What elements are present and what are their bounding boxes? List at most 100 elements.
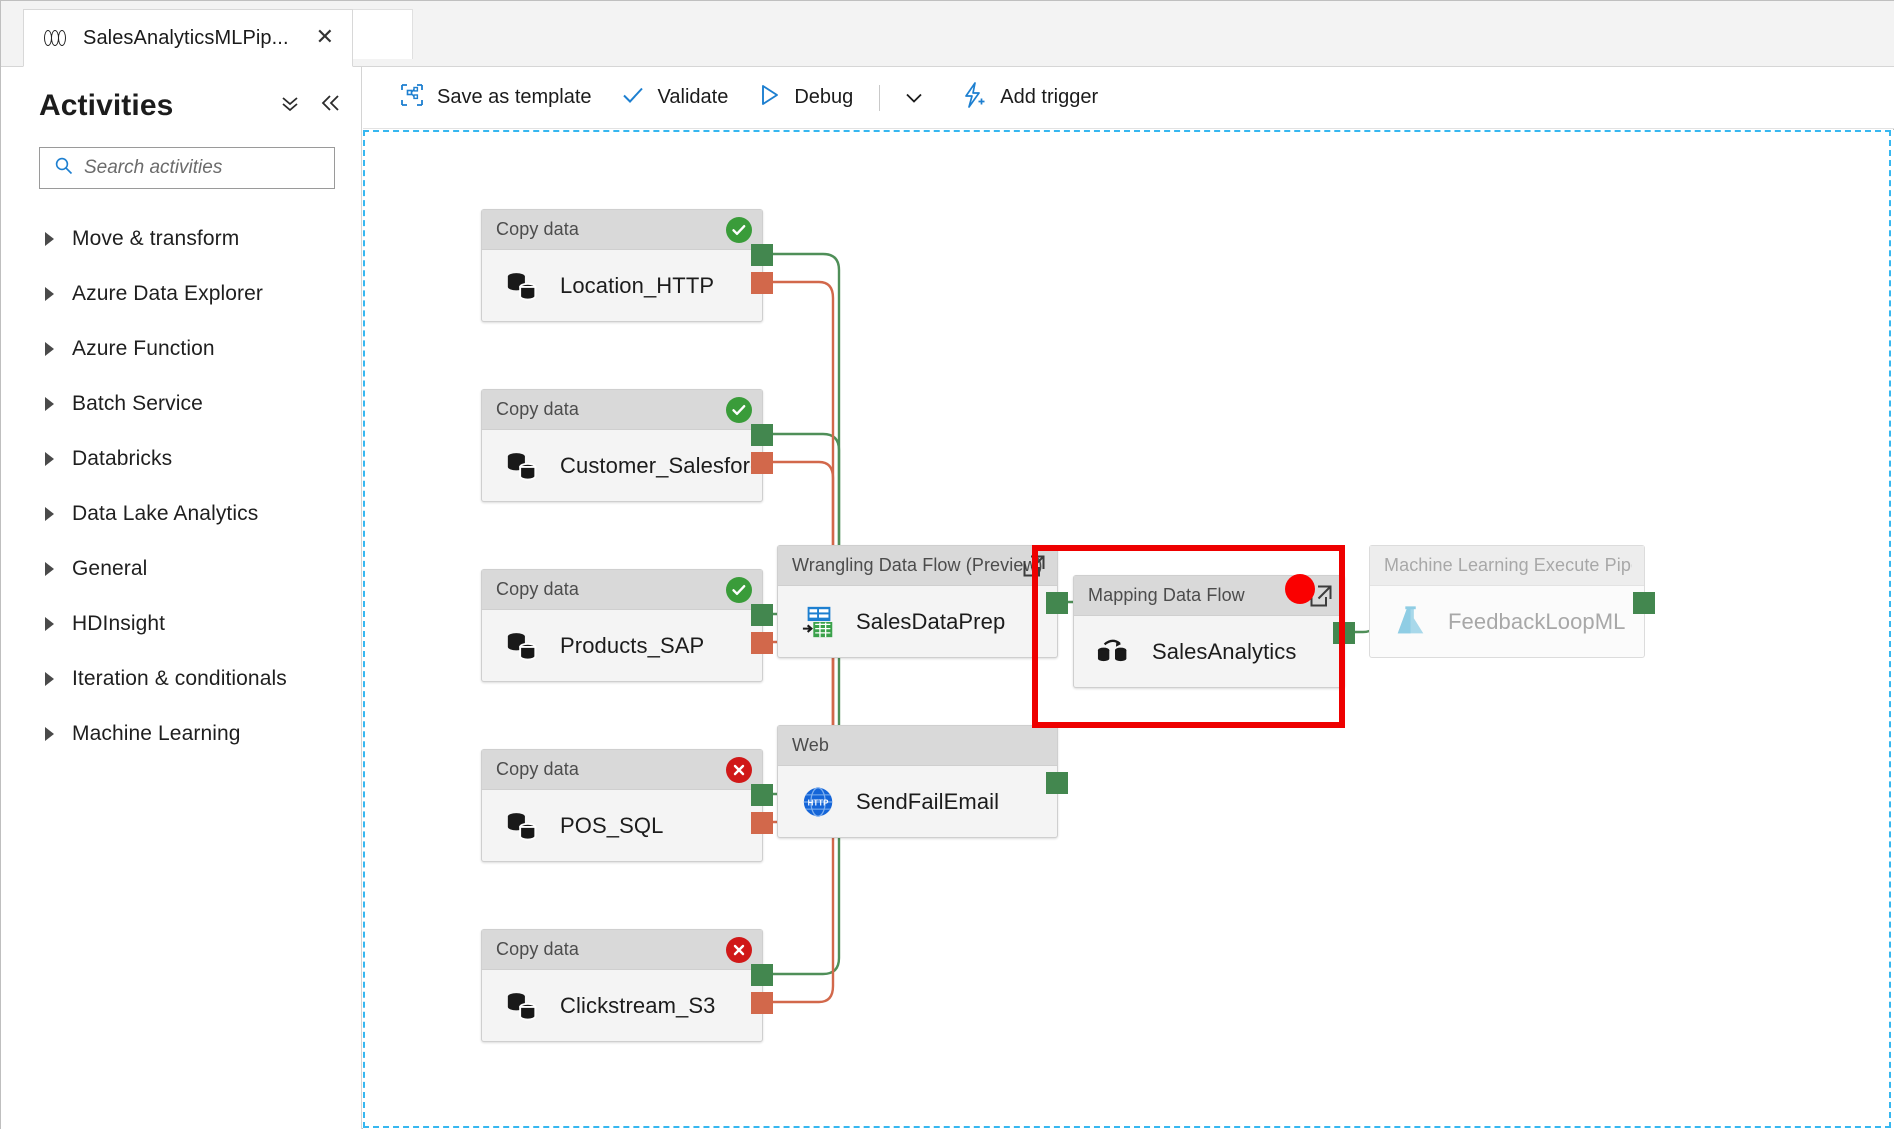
activity-category-label: Batch Service <box>72 391 203 415</box>
activity-category-hdinsight[interactable]: HDInsight <box>1 596 361 651</box>
copy-data-icon <box>507 993 537 1021</box>
output-port-success[interactable] <box>751 604 773 626</box>
activity-category-label: Move & transform <box>72 226 240 250</box>
activity-category-machine-learning[interactable]: Machine Learning <box>1 706 361 761</box>
status-success-icon <box>726 396 752 423</box>
activity-category-label: Iteration & conditionals <box>72 666 287 690</box>
node-body: SalesDataPrep <box>778 586 1057 658</box>
output-port-failure[interactable] <box>751 812 773 834</box>
node-type-label: Copy data <box>496 939 579 959</box>
node-body: Products_SAP <box>482 610 762 682</box>
output-port-failure[interactable] <box>751 992 773 1014</box>
activity-category-iteration-conditionals[interactable]: Iteration & conditionals <box>1 651 361 706</box>
node-type-label: Copy data <box>496 579 579 599</box>
activity-category-label: Machine Learning <box>72 721 241 745</box>
node-header: Machine Learning Execute Pipeline <box>1370 546 1644 586</box>
debug-button[interactable]: Debug <box>742 76 867 120</box>
activity-category-azure-function[interactable]: Azure Function <box>1 321 361 376</box>
node-header: Copy data <box>482 390 762 430</box>
node-header: Copy data <box>482 210 762 250</box>
activity-category-label: Azure Data Explorer <box>72 281 263 305</box>
output-port-failure[interactable] <box>751 272 773 294</box>
node-type-label: Mapping Data Flow <box>1088 585 1245 605</box>
pipeline-node-salesdataprep[interactable]: Wrangling Data Flow (Preview) SalesDataPr… <box>777 545 1068 658</box>
output-port-success[interactable] <box>751 964 773 986</box>
search-input[interactable] <box>84 157 334 179</box>
output-port-success[interactable] <box>1046 772 1068 794</box>
validate-button[interactable]: Validate <box>606 76 743 120</box>
activity-category-azure-data-explorer[interactable]: Azure Data Explorer <box>1 266 361 321</box>
activity-category-label: Azure Function <box>72 336 215 360</box>
activity-category-move-transform[interactable]: Move & transform <box>1 211 361 266</box>
node-type-label: Copy data <box>496 759 579 779</box>
activity-category-batch-service[interactable]: Batch Service <box>1 376 361 431</box>
node-body: POS_SQL <box>482 790 762 862</box>
expand-arrow-icon <box>45 616 54 631</box>
activity-category-label: Databricks <box>72 446 173 470</box>
http-globe-icon: HTTP <box>803 787 833 817</box>
node-name-label: SendFailEmail <box>856 789 1000 814</box>
node-body: FeedbackLoopML <box>1370 586 1644 658</box>
tab-salesanalyticsmlpipeline[interactable]: SalesAnalyticsMLPip... ✕ <box>23 9 354 67</box>
chevron-double-down-glyph <box>282 97 298 112</box>
activity-category-databricks[interactable]: Databricks <box>1 431 361 486</box>
node-header: Copy data <box>482 750 762 790</box>
expand-arrow-icon <box>45 341 54 356</box>
expand-arrow-icon <box>45 506 54 521</box>
close-icon[interactable]: ✕ <box>315 25 335 50</box>
copy-data-icon <box>507 453 537 481</box>
output-port-success[interactable] <box>751 244 773 266</box>
pipeline-node-feedbackloopml[interactable]: Machine Learning Execute PipelineFeedbac… <box>1369 545 1655 658</box>
output-port-failure[interactable] <box>751 452 773 474</box>
panel-actions <box>279 93 341 117</box>
output-port-success[interactable] <box>1633 592 1655 614</box>
chevron-down-icon[interactable] <box>892 76 936 120</box>
tab-strip: SalesAnalyticsMLPip... ✕ <box>1 1 1894 67</box>
output-port-success[interactable] <box>751 424 773 446</box>
copy-data-icon <box>507 633 537 661</box>
node-body: Customer_Salesforce <box>482 430 773 502</box>
output-port-success[interactable] <box>751 784 773 806</box>
status-success-icon <box>726 576 752 603</box>
activity-category-data-lake-analytics[interactable]: Data Lake Analytics <box>1 486 361 541</box>
save-as-template-button[interactable]: Save as template <box>385 76 606 120</box>
annotation-dot <box>1285 574 1315 604</box>
chevron-double-left-icon[interactable] <box>319 93 341 117</box>
node-name-label: SalesAnalytics <box>1152 639 1297 664</box>
activity-category-label: HDInsight <box>72 611 166 635</box>
node-name-label: SalesDataPrep <box>856 609 1006 634</box>
output-port-success[interactable] <box>1046 592 1068 614</box>
toolbar-divider <box>879 84 881 111</box>
play-triangle-icon <box>756 82 782 114</box>
node-type-label: Web <box>792 735 829 755</box>
expand-arrow-icon <box>45 286 54 301</box>
output-port-failure[interactable] <box>751 632 773 654</box>
node-name-label: Products_SAP <box>560 633 705 658</box>
search-activities-box[interactable] <box>39 147 335 189</box>
chevron-double-down-icon[interactable] <box>279 93 301 117</box>
copy-data-icon <box>507 273 537 301</box>
node-body: SalesAnalytics <box>1074 616 1344 688</box>
node-type-label: Copy data <box>496 219 579 239</box>
save-as-template-label: Save as template <box>437 86 592 108</box>
activity-category-general[interactable]: General <box>1 541 361 596</box>
expand-arrow-icon <box>45 231 54 246</box>
ml-flask-icon <box>1397 606 1424 634</box>
activity-category-label: General <box>72 556 148 580</box>
node-header: Copy data <box>482 930 762 970</box>
node-name-label: Clickstream_S3 <box>560 993 716 1018</box>
node-name-label: Location_HTTP <box>560 273 715 298</box>
chevron-double-left-glyph <box>321 95 339 111</box>
node-header: Wrangling Data Flow (Preview) <box>778 546 1057 586</box>
add-trigger-button[interactable]: Add trigger <box>946 76 1112 120</box>
node-name-label: FeedbackLoopML <box>1448 609 1626 634</box>
